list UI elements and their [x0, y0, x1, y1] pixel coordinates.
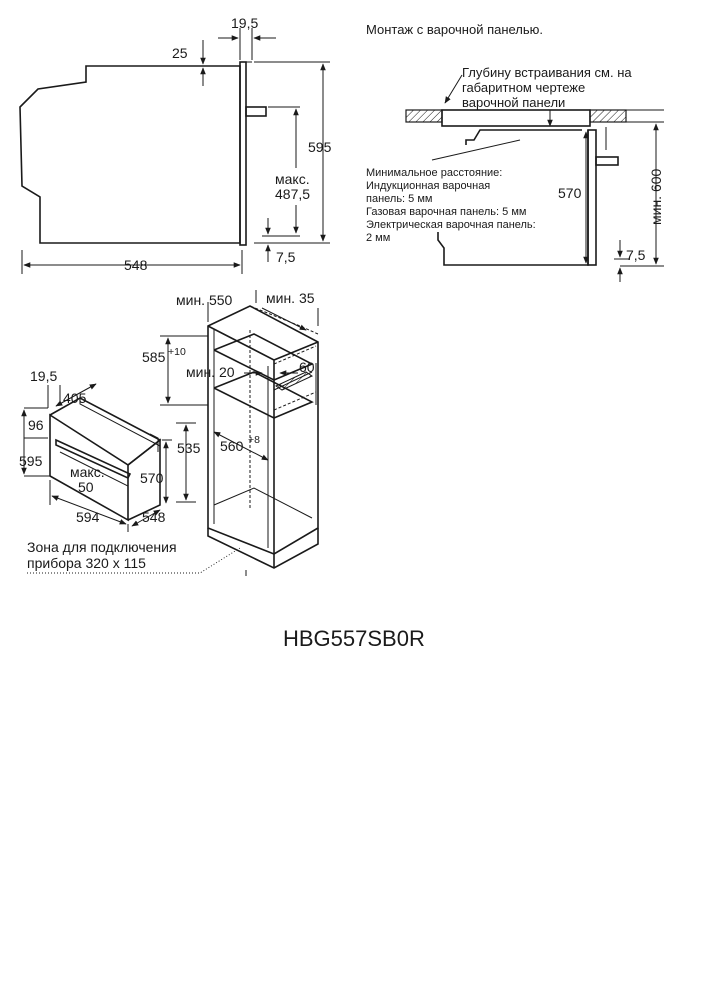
dim-hob-inner-height: 570 — [558, 185, 582, 201]
hob-body — [441, 109, 591, 127]
dim-iso-max-label: макс. — [70, 464, 105, 480]
dim-iso-front-gap: 19,5 — [30, 368, 57, 384]
iso-oven-handle — [55, 438, 132, 480]
min-distance-5: Электрическая варочная панель: — [366, 219, 536, 231]
hob-oven-front — [587, 129, 597, 266]
hob-depth-note-2: габаритном чертеже — [462, 80, 585, 95]
dim-side-height: 595 — [308, 139, 332, 155]
hob-depth-note-1: Глубину встраивания см. на — [462, 65, 632, 80]
worktop-right — [589, 109, 627, 123]
dim-iso-depth: 548 — [142, 509, 166, 525]
dim-iso-inner-height: 570 — [140, 470, 164, 486]
dim-cabinet-min-depth: мин. 550 — [176, 292, 233, 308]
dim-iso-top-depth: 405 — [63, 390, 87, 406]
dim-side-max-value: 487,5 — [275, 186, 310, 202]
dim-side-top-offset: 25 — [172, 45, 188, 61]
min-distance-1: Минимальное расстояние: — [366, 167, 502, 179]
dim-hob-bottom-offset: 7,5 — [626, 247, 646, 263]
dim-side-gap-top: 19,5 — [231, 15, 258, 31]
dim-iso-top-height: 96 — [28, 417, 44, 433]
dim-hob-min-height: мин. 600 — [648, 168, 664, 225]
connection-zone-line-1: Зона для подключения — [27, 539, 177, 555]
dim-cabinet-niche-height: 585 — [142, 349, 166, 365]
dim-side-bottom-offset: 7,5 — [276, 249, 296, 265]
oven-side-outline — [19, 65, 241, 244]
iso-oven-front — [49, 413, 129, 522]
dim-cabinet-vent: 60 — [299, 359, 315, 375]
dim-cabinet-min-gap: мин. 20 — [186, 364, 235, 380]
hob-view: Монтаж с варочной панелью. Глубину встра… — [366, 22, 664, 282]
min-distance-6: 2 мм — [366, 232, 390, 244]
worktop-left — [405, 109, 443, 123]
hob-depth-note-3: варочной панели — [462, 95, 565, 110]
dim-iso-width: 594 — [76, 509, 100, 525]
oven-front-panel — [239, 61, 247, 246]
hob-title: Монтаж с варочной панелью. — [366, 22, 543, 37]
side-view: 19,5 25 595 макс. 487,5 7,5 548 — [19, 15, 332, 274]
min-distance-3: панель: 5 мм — [366, 193, 432, 205]
model-name: HBG557SB0R — [283, 626, 425, 651]
dim-cabinet-niche-width: 560 — [220, 438, 244, 454]
dim-iso-side-height: 535 — [177, 440, 201, 456]
min-distance-2: Индукционная варочная — [366, 180, 490, 192]
iso-oven: 19,5 405 96 595 макс. 50 570 535 594 — [19, 368, 241, 574]
dim-iso-height: 595 — [19, 453, 43, 469]
connection-zone-line-2: прибора 320 x 115 — [27, 555, 146, 571]
dim-cabinet-niche-height-tol: +10 — [168, 346, 186, 358]
cabinet-outline — [207, 305, 319, 555]
oven-handle — [245, 106, 267, 117]
dim-cabinet-niche-width-tol: +8 — [248, 434, 260, 446]
vent-slot — [274, 371, 314, 391]
dim-side-max-label: макс. — [275, 171, 310, 187]
dim-iso-max-value: 50 — [78, 479, 94, 495]
hob-oven-handle — [595, 156, 619, 166]
iso-cabinet: мин. 550 мин. 35 585 +10 мин. 20 60 560 … — [142, 290, 319, 576]
dim-cabinet-min-back: мин. 35 — [266, 290, 315, 306]
min-distance-4: Газовая варочная панель: 5 мм — [366, 206, 526, 218]
dim-side-depth: 548 — [124, 257, 148, 273]
